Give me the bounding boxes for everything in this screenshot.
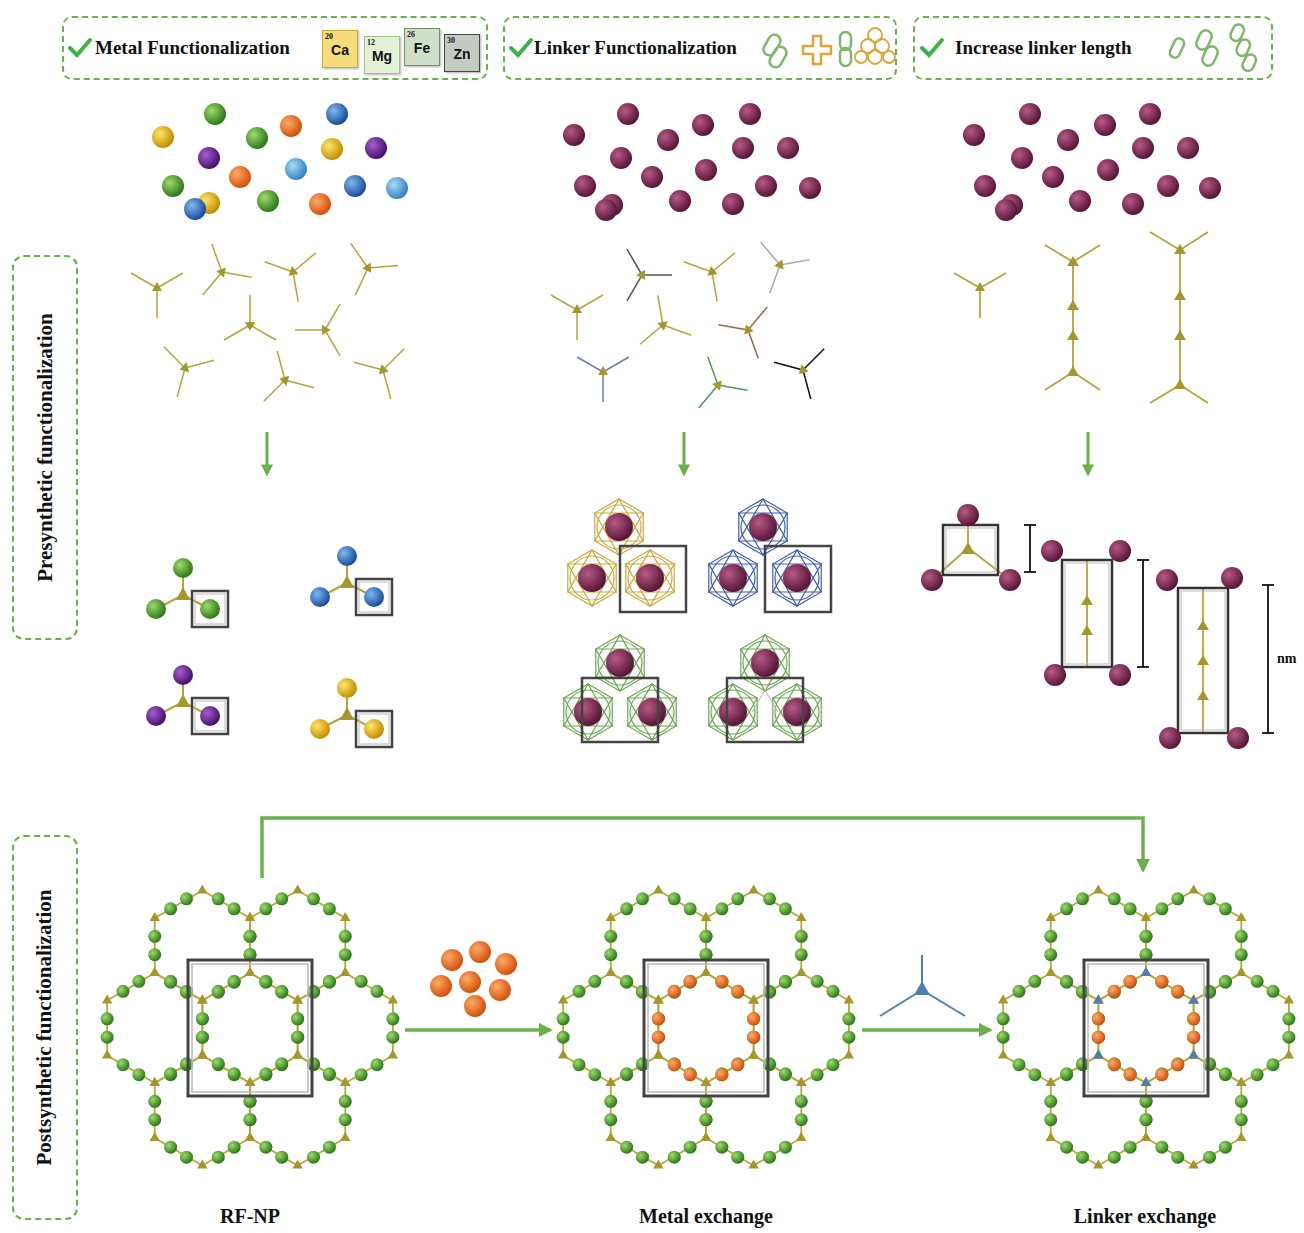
flow-arrow bbox=[262, 818, 1143, 878]
atomic-number: 20 bbox=[325, 32, 333, 41]
element-tile: 12Mg bbox=[364, 36, 400, 74]
section-box: Postsynthetic functionalization bbox=[12, 835, 78, 1220]
panel-caption: Linker exchange bbox=[1074, 1204, 1216, 1228]
length-icons bbox=[1168, 23, 1258, 73]
category-title: Increase linker length bbox=[955, 37, 1132, 59]
down-arrows bbox=[267, 432, 1088, 474]
atomic-number: 30 bbox=[447, 36, 455, 45]
linker-tripods bbox=[131, 243, 416, 419]
element-tile: 30Zn bbox=[444, 34, 480, 72]
flow-arrow bbox=[405, 1028, 550, 1032]
category-box: Metal Functionalization20Ca12Mg26Fe30Zn bbox=[62, 16, 488, 80]
exchange-reagents bbox=[430, 941, 965, 1017]
element-tile: 20Ca bbox=[322, 30, 358, 68]
element-symbol: Fe bbox=[414, 39, 430, 57]
framework-panel: RF-NP bbox=[95, 878, 405, 1230]
category-box: Increase linker length bbox=[913, 16, 1273, 80]
long-linkers bbox=[954, 232, 1208, 403]
maroon-spheres bbox=[563, 103, 1221, 221]
section-title: Postsynthetic functionalization bbox=[33, 890, 58, 1166]
element-tile: 26Fe bbox=[404, 28, 440, 66]
metal-spheres bbox=[152, 103, 408, 220]
framework-panel: Metal exchange bbox=[550, 878, 862, 1230]
length-frames bbox=[921, 504, 1274, 749]
metal-assemblies bbox=[146, 546, 392, 747]
category-title: Metal Functionalization bbox=[95, 37, 290, 59]
framework-panel: Linker exchange bbox=[990, 870, 1300, 1230]
section-box: Presynthetic functionalization bbox=[12, 255, 78, 640]
caged-clusters bbox=[564, 499, 831, 742]
atomic-number: 26 bbox=[407, 30, 415, 39]
panel-caption: RF-NP bbox=[220, 1204, 280, 1228]
element-symbol: Zn bbox=[453, 45, 470, 63]
element-symbol: Ca bbox=[331, 41, 349, 59]
colored-tripods bbox=[551, 242, 836, 425]
category-title: Linker Functionalization bbox=[534, 37, 737, 59]
category-box: Linker Functionalization bbox=[503, 16, 897, 80]
honeycombs bbox=[101, 885, 1296, 1169]
section-title: Presynthetic functionalization bbox=[33, 313, 58, 582]
atomic-number: 12 bbox=[367, 38, 375, 47]
element-symbol: Mg bbox=[372, 47, 392, 65]
flow-arrow bbox=[862, 1028, 990, 1032]
dimension-label: nm bbox=[1277, 651, 1296, 667]
panel-caption: Metal exchange bbox=[639, 1204, 773, 1228]
linker-icons bbox=[761, 28, 895, 70]
